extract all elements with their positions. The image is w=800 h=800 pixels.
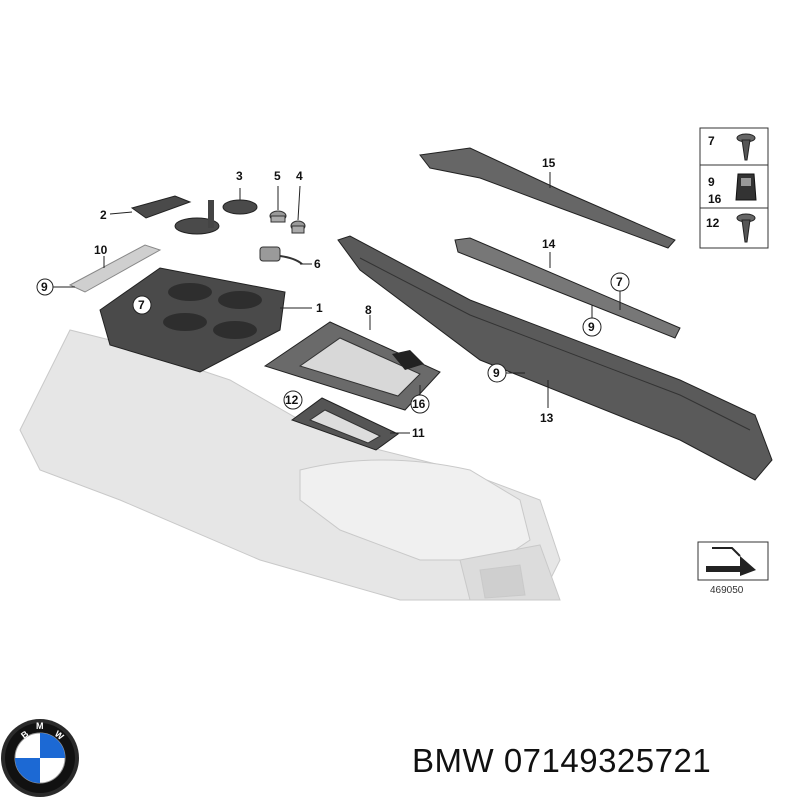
clip-icon [735, 173, 757, 201]
screw-icon [736, 133, 756, 161]
callout-9-left: 9 [41, 280, 48, 294]
part-cup-disc [174, 199, 258, 235]
fastener-legend: 7 9 16 12 [699, 127, 769, 249]
view-direction-icon [697, 541, 769, 581]
bolt-icon [736, 213, 756, 243]
reference-number: 469050 [710, 585, 744, 596]
callout-2: 2 [100, 208, 107, 222]
center-console-ghost [19, 329, 561, 601]
callout-12: 12 [285, 393, 299, 407]
callout-6: 6 [314, 257, 321, 271]
callout-14: 14 [542, 237, 556, 251]
callout-8: 8 [365, 303, 372, 317]
callout-16: 16 [412, 397, 426, 411]
bmw-roundel-logo: B M W [1, 719, 79, 797]
callout-7-right: 7 [616, 275, 623, 289]
callout-11: 11 [412, 426, 425, 440]
part-socket [259, 246, 303, 265]
callout-9-middle: 9 [493, 366, 500, 380]
legend-label-9: 9 [708, 175, 715, 189]
part-plug-4 [290, 220, 306, 234]
part-plug-5 [269, 210, 287, 223]
callout-13: 13 [540, 411, 554, 425]
legend-label-16: 16 [708, 192, 722, 206]
part-side-panel [337, 235, 773, 481]
part-upper-trim [419, 147, 676, 249]
callout-5: 5 [274, 169, 281, 183]
svg-text:B: B [19, 728, 31, 740]
part-cup-holder [99, 267, 286, 373]
part-bezel [290, 397, 399, 451]
callout-4: 4 [296, 169, 303, 183]
callout-3: 3 [236, 169, 243, 183]
svg-text:M: M [36, 721, 44, 731]
callouts: 1 2 3 5 4 6 10 9 7 8 16 12 [36, 156, 630, 440]
part-frame [263, 321, 441, 411]
part-trim-strip [454, 237, 681, 339]
callout-9-right: 9 [588, 320, 595, 334]
callout-1: 1 [316, 301, 323, 315]
callout-7-left: 7 [138, 298, 145, 312]
callout-10: 10 [94, 243, 108, 257]
callout-15: 15 [542, 156, 556, 170]
part-insert [130, 195, 192, 219]
part-number-label: BMW 07149325721 [412, 742, 712, 779]
legend-label-7: 7 [708, 134, 715, 148]
part-strip [68, 244, 162, 293]
legend-label-12: 12 [706, 216, 720, 230]
